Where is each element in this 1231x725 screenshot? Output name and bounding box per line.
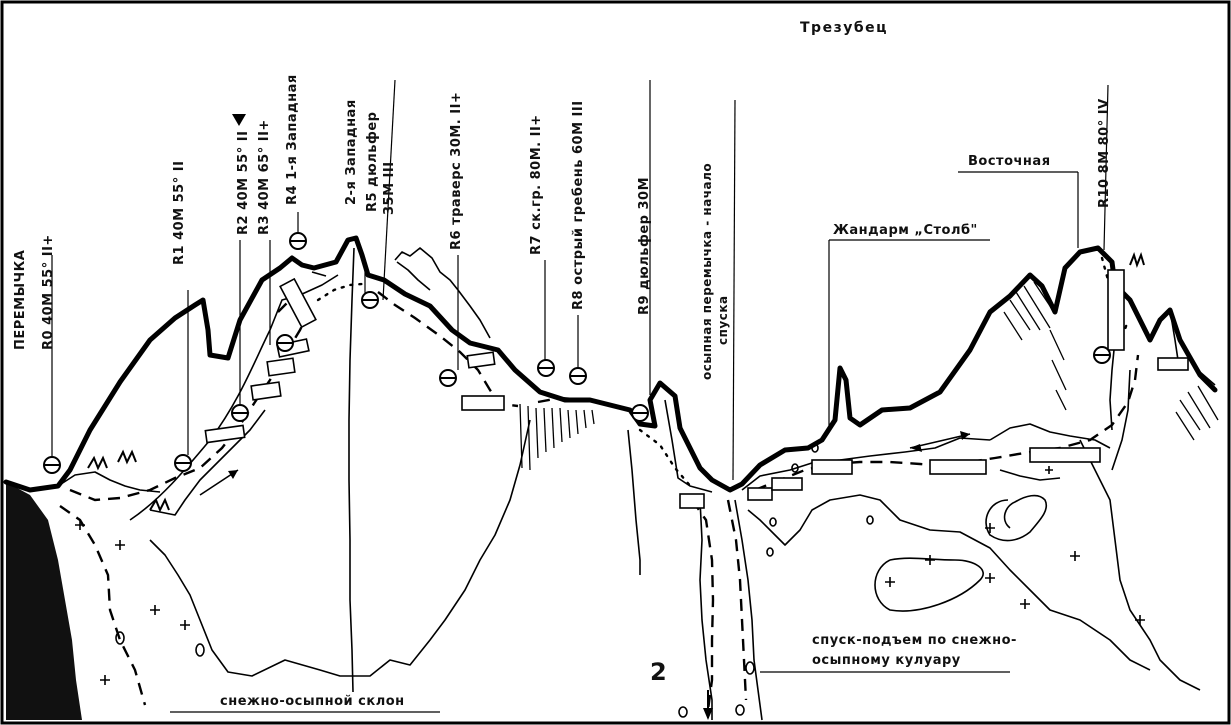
label-couloir-b: осыпному кулуару xyxy=(812,653,961,668)
label-r2: R2 40M 55° II xyxy=(236,131,251,235)
label-couloir-a: спуск-подъем по снежно- xyxy=(812,633,1017,648)
label-col-b: спуска xyxy=(716,295,730,345)
piton-markers xyxy=(43,232,1111,474)
piton-r3 xyxy=(276,334,294,352)
horizontal-labels: Жандарм „Столб" Восточная снежно-осыпной… xyxy=(220,154,1051,709)
main-ridge xyxy=(3,235,1218,493)
left-rock xyxy=(6,482,82,720)
piton-r5 xyxy=(361,291,379,309)
label-col-a: осыпная перемычка - начало xyxy=(700,163,714,380)
label-r6: R6 траверс 30M. II+ xyxy=(449,92,464,250)
route-labels: ПЕРЕМЫЧКА R0 40M 55° II+ R1 40M 55° II R… xyxy=(13,74,1112,380)
piton-r0 xyxy=(43,456,61,474)
label-r4: R4 1-я Западная xyxy=(285,74,300,205)
route-dotted xyxy=(316,256,1130,490)
grass-tufts xyxy=(87,251,1145,513)
label-peremychka: ПЕРЕМЫЧКА xyxy=(13,250,28,350)
snow-marks xyxy=(75,443,1145,718)
piton-r10 xyxy=(1093,346,1111,364)
label-west2: 2-я Западная xyxy=(344,99,359,205)
piton-r6 xyxy=(439,369,457,387)
piton-r1 xyxy=(174,454,192,472)
piton-r2 xyxy=(231,404,249,422)
piton-r7 xyxy=(537,359,555,377)
direction-arrows xyxy=(199,431,971,720)
piton-r9 xyxy=(631,404,649,422)
label-zhandarm: Жандарм „Столб" xyxy=(833,223,978,238)
label-r9: R9 дюльфер 30M xyxy=(637,177,652,315)
triangle-marker-icon xyxy=(232,114,246,126)
piton-r4 xyxy=(289,232,307,250)
diagram-title: Трезубец xyxy=(800,20,888,36)
label-slope: снежно-осыпной склон xyxy=(220,694,405,709)
label-r8: R8 острый гребень 60M III xyxy=(571,100,586,310)
label-r0: R0 40M 55° II+ xyxy=(41,234,56,350)
label-r5a: R5 дюльфер xyxy=(365,112,380,212)
label-r10: R10 8M 80° IV xyxy=(1097,98,1112,208)
label-r3: R3 40M 65° II+ xyxy=(257,119,272,235)
rock-hatching xyxy=(519,281,1219,471)
label-r1: R1 40M 55° II xyxy=(172,161,187,265)
slope-lines xyxy=(57,247,1216,721)
piton-r8 xyxy=(569,367,587,385)
figure-number: 2 xyxy=(650,658,667,686)
label-east: Восточная xyxy=(968,154,1051,169)
label-r5b: 35M III xyxy=(382,161,397,215)
bivouac-boxes xyxy=(204,269,1189,509)
label-r7: R7 ск.гр. 80M. II+ xyxy=(529,114,544,255)
